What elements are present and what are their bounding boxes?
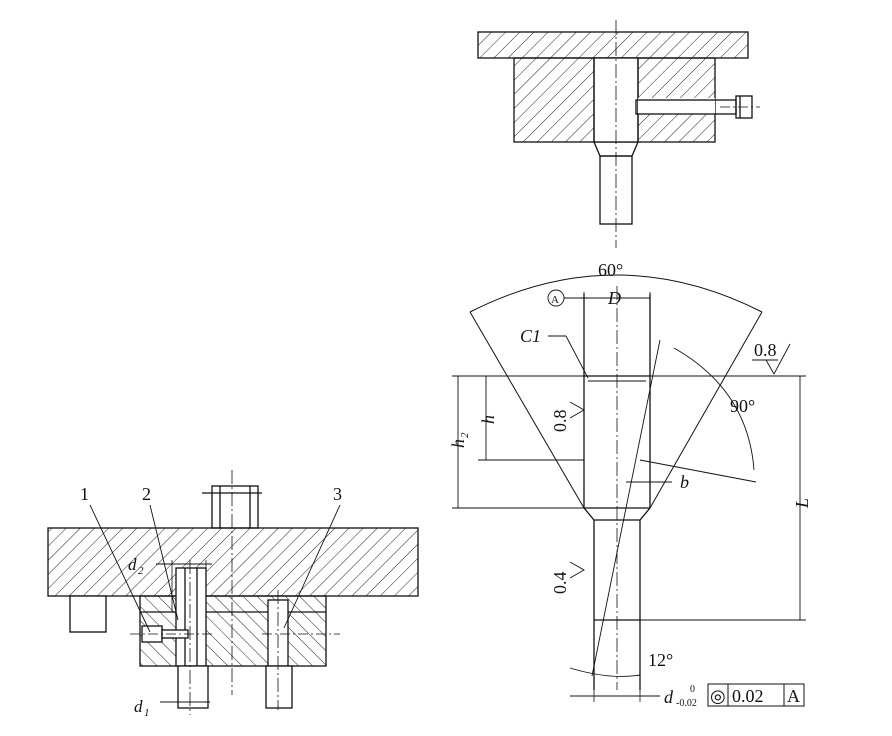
roughness-low-label: 0.4 [550, 572, 570, 595]
arc-90 [673, 347, 755, 471]
roughness-mid-label: 0.8 [550, 410, 570, 433]
chamfer-label: C1 [520, 326, 541, 346]
dim-d1-sub: 1 [144, 707, 150, 719]
roughness-symbol-top [765, 343, 791, 375]
base-plate [47, 527, 419, 597]
pilot-pin-left [175, 567, 207, 667]
part-label-1: 1 [80, 484, 89, 504]
arc-60 [469, 274, 763, 313]
dim-d2-sub: 2 [138, 565, 144, 577]
shank-right [265, 665, 293, 709]
angle-90-label: 90° [730, 396, 755, 416]
dim-d2: d [128, 555, 137, 574]
datum-a-label: A [551, 294, 559, 306]
dim-L-label: L [792, 498, 812, 509]
tol-lower-label: -0.02 [676, 698, 697, 709]
dim-h2-label: h [448, 439, 468, 448]
part-label-2: 2 [142, 484, 151, 504]
tol-value-label: 0.02 [732, 686, 764, 706]
concentricity-icon: ◎ [710, 686, 726, 706]
top-plate [477, 31, 749, 59]
left-stud [69, 595, 107, 633]
roughness-top-label: 0.8 [754, 340, 777, 360]
pin-detail-view [452, 274, 806, 707]
tol-upper-label: 0 [690, 684, 695, 695]
shank-left [177, 665, 209, 709]
top-assembly-view [477, 20, 760, 248]
dim-h2-sub: 2 [459, 432, 471, 438]
dim-d1: d [134, 697, 143, 716]
dim-d-label: d [664, 687, 674, 707]
dim-D-label: D [607, 288, 621, 308]
dim-b-label: b [680, 472, 689, 492]
left-assembly-view [47, 470, 419, 715]
arc-12 [569, 667, 641, 677]
angle-60-label: 60° [598, 260, 623, 280]
dim-h-label: h [478, 415, 498, 424]
roughness-symbol-low [569, 561, 585, 579]
roughness-symbol-mid [569, 401, 585, 419]
part-label-3: 3 [333, 484, 342, 504]
tol-datum-label: A [787, 686, 800, 706]
tolerance-frame [707, 683, 805, 707]
angle-12-label: 12° [648, 650, 673, 670]
